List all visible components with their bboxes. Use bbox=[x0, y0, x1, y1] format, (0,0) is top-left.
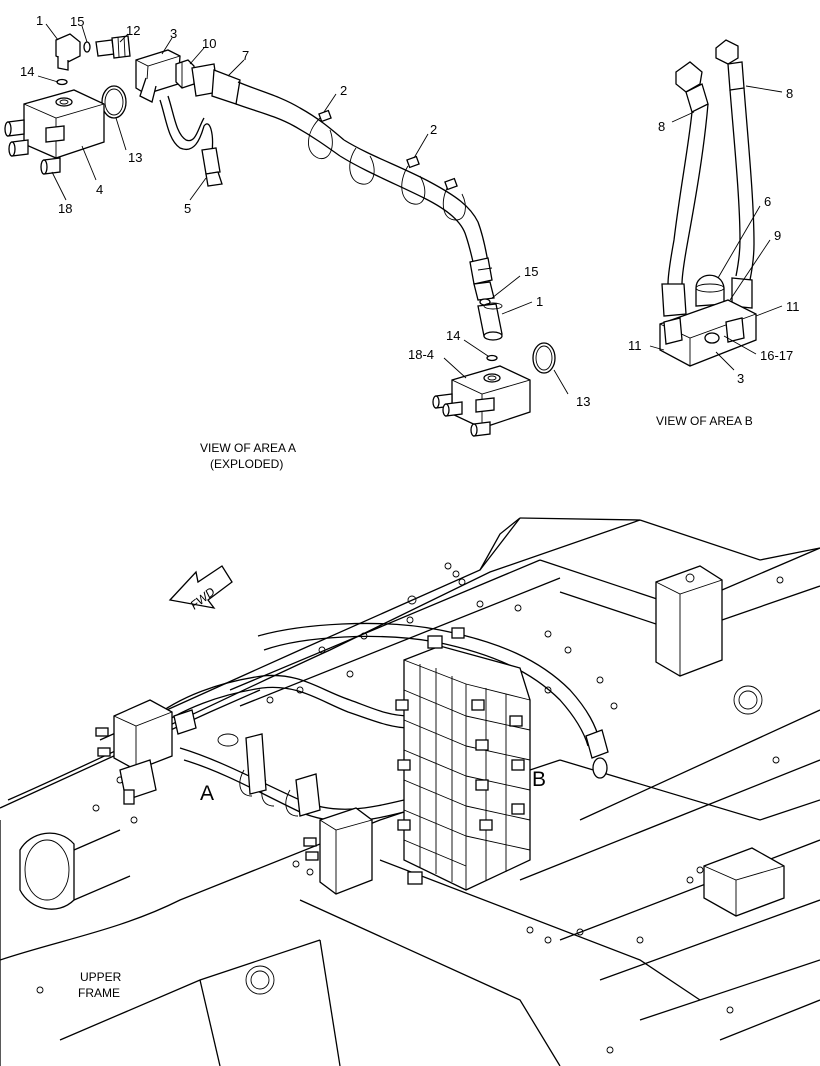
valve-block-3 bbox=[135, 49, 181, 103]
callout-3-b: 3 bbox=[737, 371, 744, 386]
callout-13-lower: 13 bbox=[576, 394, 590, 409]
callout-2-upper: 2 bbox=[340, 83, 347, 98]
area-a-callouts: 1 15 12 3 10 7 14 13 4 18 5 2 2 15 1 14 … bbox=[20, 13, 590, 409]
o-ring-large-upper bbox=[101, 85, 127, 119]
hex-nut bbox=[175, 59, 195, 89]
area-b-hoses bbox=[661, 39, 755, 317]
o-ring-small bbox=[83, 41, 91, 53]
callout-18: 18 bbox=[58, 201, 72, 216]
callout-1: 1 bbox=[36, 13, 43, 28]
callout-1-lower: 1 bbox=[536, 294, 543, 309]
valve-block-b bbox=[659, 299, 757, 367]
area-a-marker: A bbox=[200, 782, 214, 805]
valve-fittings bbox=[395, 627, 525, 885]
callout-14-lower: 14 bbox=[446, 328, 460, 343]
callout-7: 7 bbox=[242, 48, 249, 63]
area-a-leaders bbox=[37, 23, 569, 395]
callout-15-lower: 15 bbox=[524, 264, 538, 279]
callout-4: 4 bbox=[96, 182, 103, 197]
area-a-caption: VIEW OF AREA A bbox=[200, 441, 296, 455]
o-ring-large-lower bbox=[532, 342, 556, 374]
main-assembly-view: FWD bbox=[0, 517, 820, 1066]
callout-11-right: 11 bbox=[786, 299, 800, 314]
control-valve-stack bbox=[395, 627, 531, 891]
forward-arrow-icon: FWD bbox=[168, 565, 233, 612]
callout-14: 14 bbox=[20, 64, 34, 79]
area-b-callouts: 8 8 6 9 11 11 16-17 3 bbox=[628, 86, 800, 386]
valve-sections bbox=[403, 664, 531, 882]
elbow-fitting-top bbox=[55, 33, 81, 71]
washer-upper bbox=[56, 78, 68, 86]
callout-2-lower: 2 bbox=[430, 122, 437, 137]
area-b-leaders bbox=[649, 85, 783, 371]
upper-frame-label: UPPER bbox=[80, 970, 122, 984]
callout-16-17: 16-17 bbox=[760, 348, 793, 363]
upper-frame-label-sub: FRAME bbox=[78, 986, 120, 1000]
callout-9: 9 bbox=[774, 228, 781, 243]
area-a-assembly bbox=[95, 699, 197, 805]
callout-13: 13 bbox=[128, 150, 142, 165]
washer-lower bbox=[486, 354, 498, 362]
area-a-view: 1 15 12 3 10 7 14 13 4 18 5 2 2 15 1 14 … bbox=[4, 13, 590, 471]
hose-5 bbox=[159, 95, 223, 187]
mounting-block-upper bbox=[4, 89, 105, 175]
callout-8-left: 8 bbox=[658, 119, 665, 134]
callout-11-left: 11 bbox=[628, 338, 642, 353]
callout-8-right: 8 bbox=[786, 86, 793, 101]
callout-6: 6 bbox=[764, 194, 771, 209]
callout-3: 3 bbox=[170, 26, 177, 41]
callout-12: 12 bbox=[126, 23, 140, 38]
upper-frame-structure bbox=[0, 517, 820, 1066]
hose-7 bbox=[191, 63, 345, 157]
main-hose-runs bbox=[149, 622, 609, 822]
mounting-block-lower bbox=[432, 365, 531, 437]
hose-main-run bbox=[308, 109, 495, 301]
connector-fitting bbox=[95, 35, 131, 59]
area-b-caption: VIEW OF AREA B bbox=[656, 414, 753, 428]
area-b-marker: B bbox=[532, 768, 546, 791]
elbow-fitting-lower bbox=[477, 302, 503, 341]
callout-18-4: 18-4 bbox=[408, 347, 434, 362]
dome-fitting bbox=[695, 274, 725, 307]
callout-10: 10 bbox=[202, 36, 216, 51]
mid-bracket-assembly bbox=[245, 733, 373, 895]
area-b-view: 8 8 6 9 11 11 16-17 3 VIEW OF AREA B bbox=[628, 39, 800, 428]
callout-15: 15 bbox=[70, 14, 84, 29]
callout-5: 5 bbox=[184, 201, 191, 216]
frame-holes bbox=[36, 562, 784, 1054]
area-a-caption-sub: (EXPLODED) bbox=[210, 457, 283, 471]
